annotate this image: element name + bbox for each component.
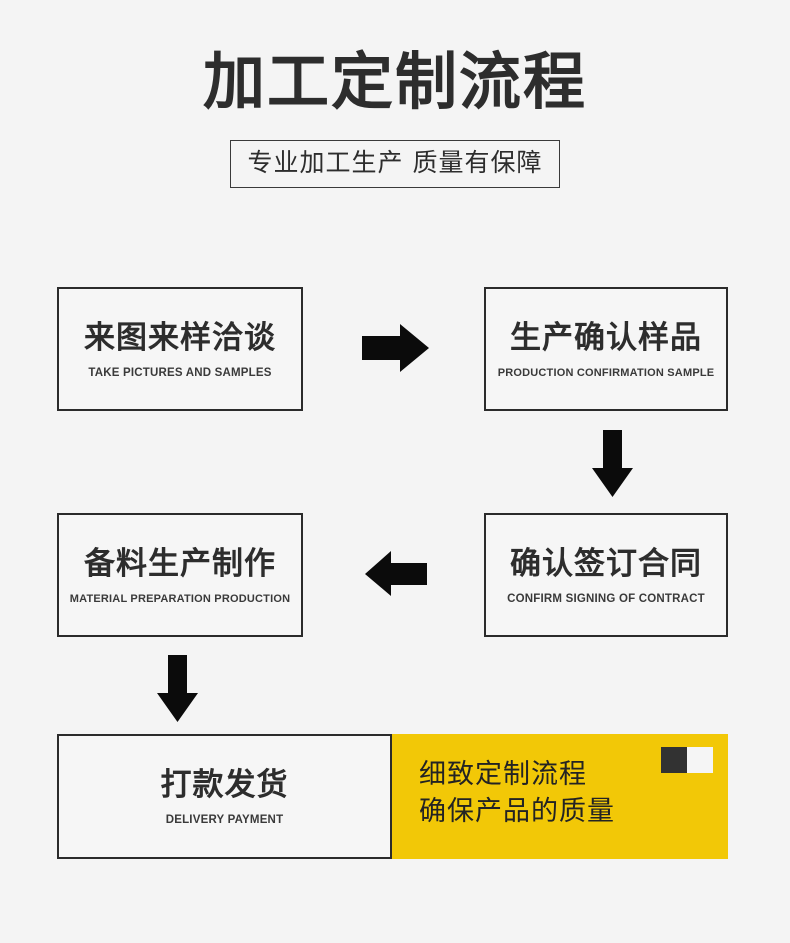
flow-step-confirm-contract: 确认签订合同 CONFIRM SIGNING OF CONTRACT [484, 513, 728, 637]
arrow-down-icon [156, 655, 199, 723]
arrow-down-icon [591, 430, 634, 498]
promo-line-1: 细致定制流程 [419, 759, 587, 790]
arrow-left-icon [364, 551, 428, 597]
promo-decoration [661, 747, 713, 773]
flow-step-delivery-payment: 打款发货 DELIVERY PAYMENT [57, 734, 392, 859]
flow-step-material-preparation: 备料生产制作 MATERIAL PREPARATION PRODUCTION [57, 513, 303, 637]
flow-step-title-cn: 备料生产制作 [84, 545, 276, 582]
promo-panel: 细致定制流程 确保产品的质量 [392, 734, 728, 859]
bottom-row: 打款发货 DELIVERY PAYMENT 细致定制流程 确保产品的质量 [57, 734, 728, 859]
subtitle-wrapper: 专业加工生产 质量有保障 [229, 140, 561, 188]
header: 加工定制流程 专业加工生产 质量有保障 [0, 46, 790, 188]
flow-step-title-en: DELIVERY PAYMENT [165, 814, 284, 826]
promo-line-2: 确保产品的质量 [419, 796, 615, 827]
flow-step-title-en: CONFIRM SIGNING OF CONTRACT [507, 592, 705, 605]
flow-step-title-cn: 来图来样洽谈 [84, 319, 276, 356]
flow-step-take-pictures: 来图来样洽谈 TAKE PICTURES AND SAMPLES [57, 287, 303, 411]
decoration-light-square [687, 747, 713, 773]
arrow-right-icon [362, 323, 430, 373]
promo-text: 细致定制流程 确保产品的质量 [419, 756, 615, 830]
flow-step-production-confirmation: 生产确认样品 PRODUCTION CONFIRMATION SAMPLE [484, 287, 728, 411]
flow-step-title-en: TAKE PICTURES AND SAMPLES [88, 366, 272, 379]
flow-step-title-cn: 确认签订合同 [510, 545, 702, 582]
flow-step-title-en: PRODUCTION CONFIRMATION SAMPLE [497, 366, 715, 379]
subtitle-badge: 专业加工生产 质量有保障 [229, 140, 561, 188]
page-title: 加工定制流程 [202, 45, 587, 118]
flow-step-title-cn: 生产确认样品 [510, 319, 702, 356]
flow-step-title-cn: 打款发货 [160, 767, 289, 803]
decoration-dark-square [661, 747, 687, 773]
flow-step-title-en: MATERIAL PREPARATION PRODUCTION [69, 592, 291, 605]
